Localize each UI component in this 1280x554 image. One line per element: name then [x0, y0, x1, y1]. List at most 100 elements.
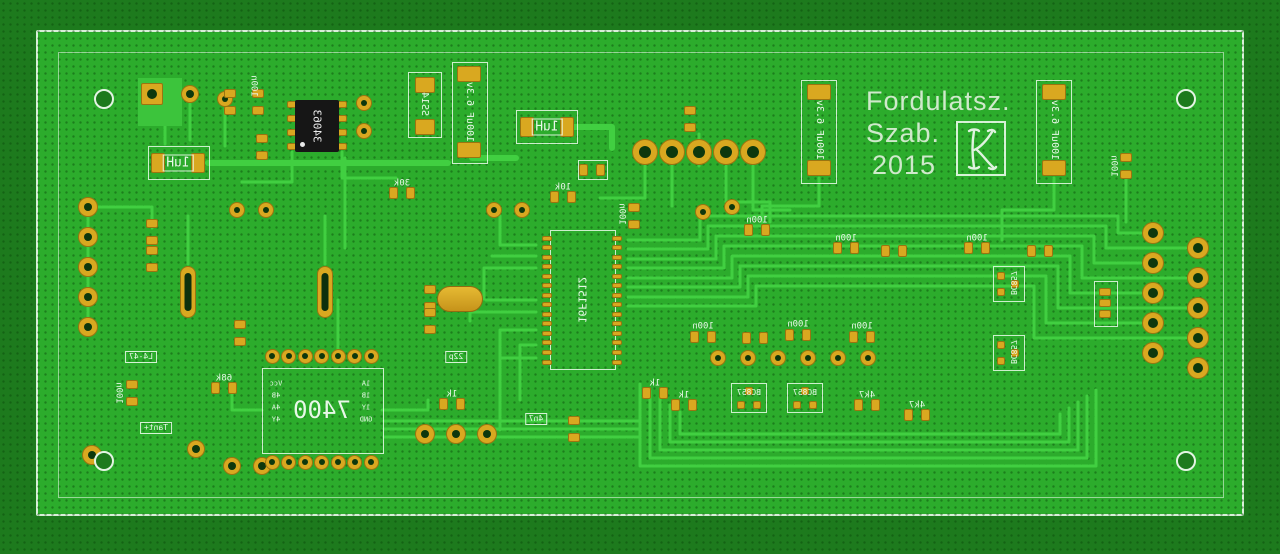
- smd-pad: [228, 382, 237, 394]
- silkscreen-title-line3: 2015: [872, 150, 937, 180]
- drill-hole: [1193, 303, 1203, 313]
- smd-pad: [1042, 160, 1066, 176]
- drill-hole: [351, 459, 358, 465]
- component-label: 22p: [444, 351, 468, 363]
- smd-pad: [981, 242, 990, 254]
- component-label: Tant+: [139, 422, 173, 434]
- smd-passive: [881, 245, 907, 257]
- drill-hole: [361, 128, 367, 134]
- mounting-hole: [94, 89, 114, 109]
- smd-pad: [542, 302, 552, 308]
- smd-pad: [612, 235, 622, 241]
- th-pad: [314, 348, 329, 364]
- slot-hole: [321, 273, 329, 311]
- drill-hole: [186, 90, 194, 98]
- component-label: 100n: [113, 382, 124, 404]
- smd-pad: [256, 134, 268, 143]
- smd-pad: [612, 359, 622, 365]
- th-pad: [713, 139, 739, 165]
- th-pad: [1187, 267, 1209, 289]
- smd-pad: [542, 245, 552, 251]
- component-label: L4-47: [124, 351, 158, 363]
- component-label: 1k: [649, 378, 661, 389]
- smd-pad: [761, 224, 770, 236]
- th-pad: [740, 350, 756, 366]
- smd-pad: [146, 263, 158, 272]
- smd-pad: [146, 246, 158, 255]
- smd-pad: [688, 399, 697, 411]
- th-pad: [187, 440, 205, 458]
- component-label: 16F1512: [575, 276, 589, 324]
- smd-passive: [628, 203, 640, 229]
- silkscreen-outline: [801, 80, 837, 184]
- silkscreen-outline: [452, 62, 488, 164]
- smd-passive: [146, 219, 158, 245]
- th-pad: [78, 227, 98, 247]
- smd-pad: [628, 220, 640, 229]
- th-pad: [1142, 222, 1164, 244]
- drill-hole: [1148, 288, 1158, 298]
- crystal-body: [437, 286, 483, 312]
- smd-pad: [807, 160, 831, 176]
- smd-pad: [542, 235, 552, 241]
- smd-pad: [542, 340, 552, 346]
- component-label: 100n: [851, 321, 873, 332]
- smd-pad: [881, 245, 890, 257]
- smd-pad: [612, 292, 622, 298]
- smd-pad: [542, 283, 552, 289]
- th-square-pad: [141, 83, 163, 105]
- smd-pad: [596, 164, 605, 176]
- maker-logo-box: [956, 121, 1006, 176]
- smd-passive: [833, 242, 859, 254]
- smd-pad: [406, 187, 415, 199]
- smd-pad: [1042, 84, 1066, 100]
- drill-hole: [720, 146, 732, 158]
- drill-hole: [865, 355, 871, 361]
- th-pad: [356, 95, 372, 111]
- component-label: 100n: [746, 215, 768, 226]
- smd-passive: [684, 106, 696, 132]
- silkscreen-outline: [787, 383, 823, 413]
- ic-body-34063: [295, 100, 339, 152]
- th-pad: [724, 199, 740, 215]
- smd-pad: [542, 273, 552, 279]
- drill-hole: [258, 462, 266, 470]
- smd-pad: [256, 151, 268, 160]
- drill-hole: [228, 462, 236, 470]
- component-label: BC857: [1009, 339, 1018, 365]
- drill-hole: [452, 430, 460, 438]
- th-pad: [514, 202, 530, 218]
- drill-hole: [483, 430, 491, 438]
- th-pad: [800, 350, 816, 366]
- th-pad: [229, 202, 245, 218]
- drill-hole: [84, 263, 92, 271]
- silkscreen-outline: [262, 368, 384, 454]
- th-pad: [314, 454, 329, 470]
- drill-hole: [84, 233, 92, 241]
- smd-pad: [807, 84, 831, 100]
- smd-pad: [642, 387, 651, 399]
- th-pad: [264, 454, 280, 470]
- drill-hole: [693, 146, 705, 158]
- smd-pad: [612, 321, 622, 327]
- component-label: 100uF 6.3v: [1049, 99, 1060, 161]
- component-label: 100uF 6.3v: [814, 99, 825, 161]
- drill-hole: [84, 293, 92, 301]
- smd-pad: [1120, 153, 1132, 162]
- th-pad: [415, 424, 435, 444]
- smd-pad: [801, 387, 809, 395]
- mounting-hole: [94, 451, 114, 471]
- component-label: BC857: [792, 388, 818, 397]
- smd-pad: [612, 340, 622, 346]
- slot-hole: [184, 273, 192, 311]
- smd-pad: [234, 337, 246, 346]
- th-pad: [477, 424, 497, 444]
- smd-pad: [744, 224, 753, 236]
- silkscreen-outline: [993, 266, 1025, 302]
- smd-pad: [802, 329, 811, 341]
- smd-pad: [759, 332, 768, 344]
- th-pad: [181, 85, 199, 103]
- th-pad: [363, 348, 379, 364]
- smd-pad: [833, 242, 842, 254]
